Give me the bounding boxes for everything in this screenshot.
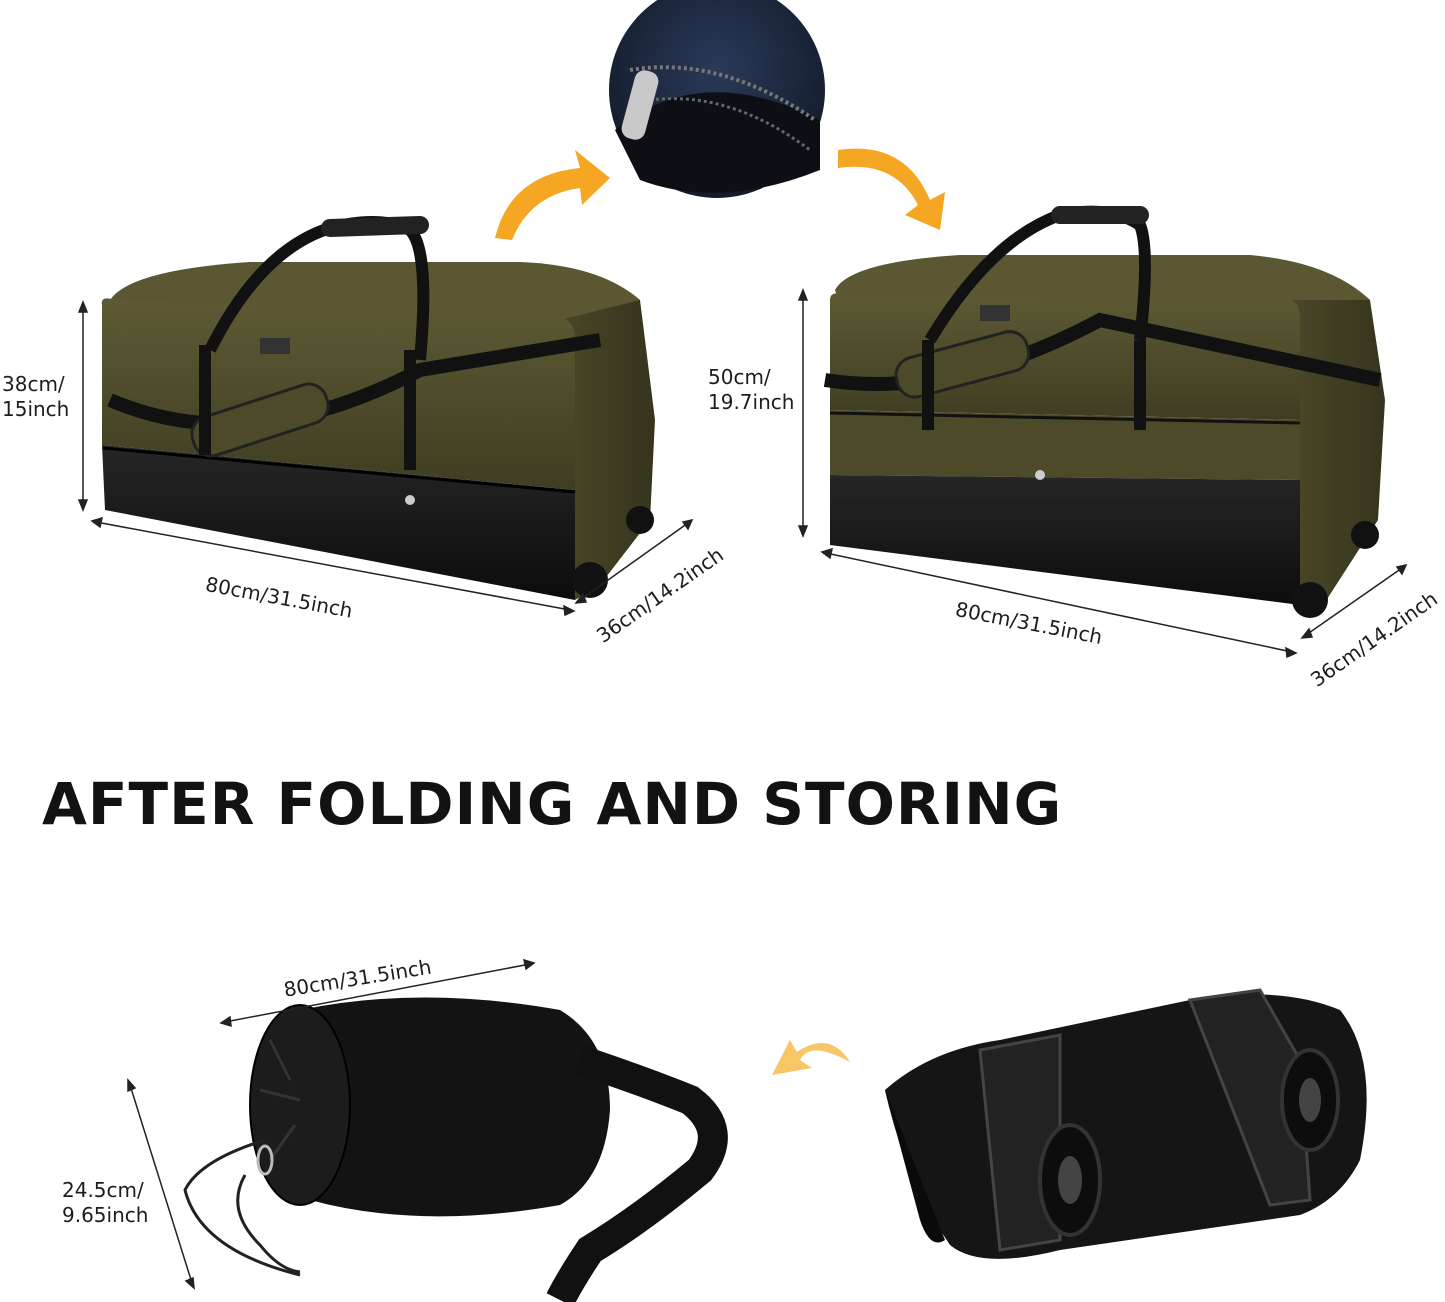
- height-label-small-cm: 38cm/: [2, 372, 65, 396]
- duffel-bag-large: [823, 205, 1385, 618]
- curved-arrow-icon: [772, 1040, 850, 1075]
- height-label-small: 38cm/ 15inch: [2, 372, 69, 422]
- height-label-large-cm: 50cm/: [708, 365, 771, 389]
- dimension-lines-folded: [127, 958, 536, 1290]
- zipper-detail-circle: [609, 0, 825, 198]
- dimension-lines-small: [77, 299, 694, 617]
- section-heading: AFTER FOLDING AND STORING: [42, 770, 1063, 838]
- diameter-label-folded-cm: 24.5cm/: [62, 1178, 144, 1202]
- folded-bag-rolled: [183, 997, 728, 1302]
- diameter-label-folded: 24.5cm/ 9.65inch: [62, 1178, 148, 1228]
- curved-arrow-icon: [495, 150, 610, 240]
- curved-arrow-icon: [838, 148, 945, 230]
- height-label-large: 50cm/ 19.7inch: [708, 365, 794, 415]
- dimension-lines-large: [797, 287, 1408, 659]
- diameter-label-folded-inch: 9.65inch: [62, 1203, 149, 1227]
- folded-bag-flat: [885, 988, 1367, 1259]
- height-label-small-inch: 15inch: [2, 397, 70, 421]
- duffel-bag-small: [101, 216, 655, 600]
- height-label-large-inch: 19.7inch: [708, 390, 795, 414]
